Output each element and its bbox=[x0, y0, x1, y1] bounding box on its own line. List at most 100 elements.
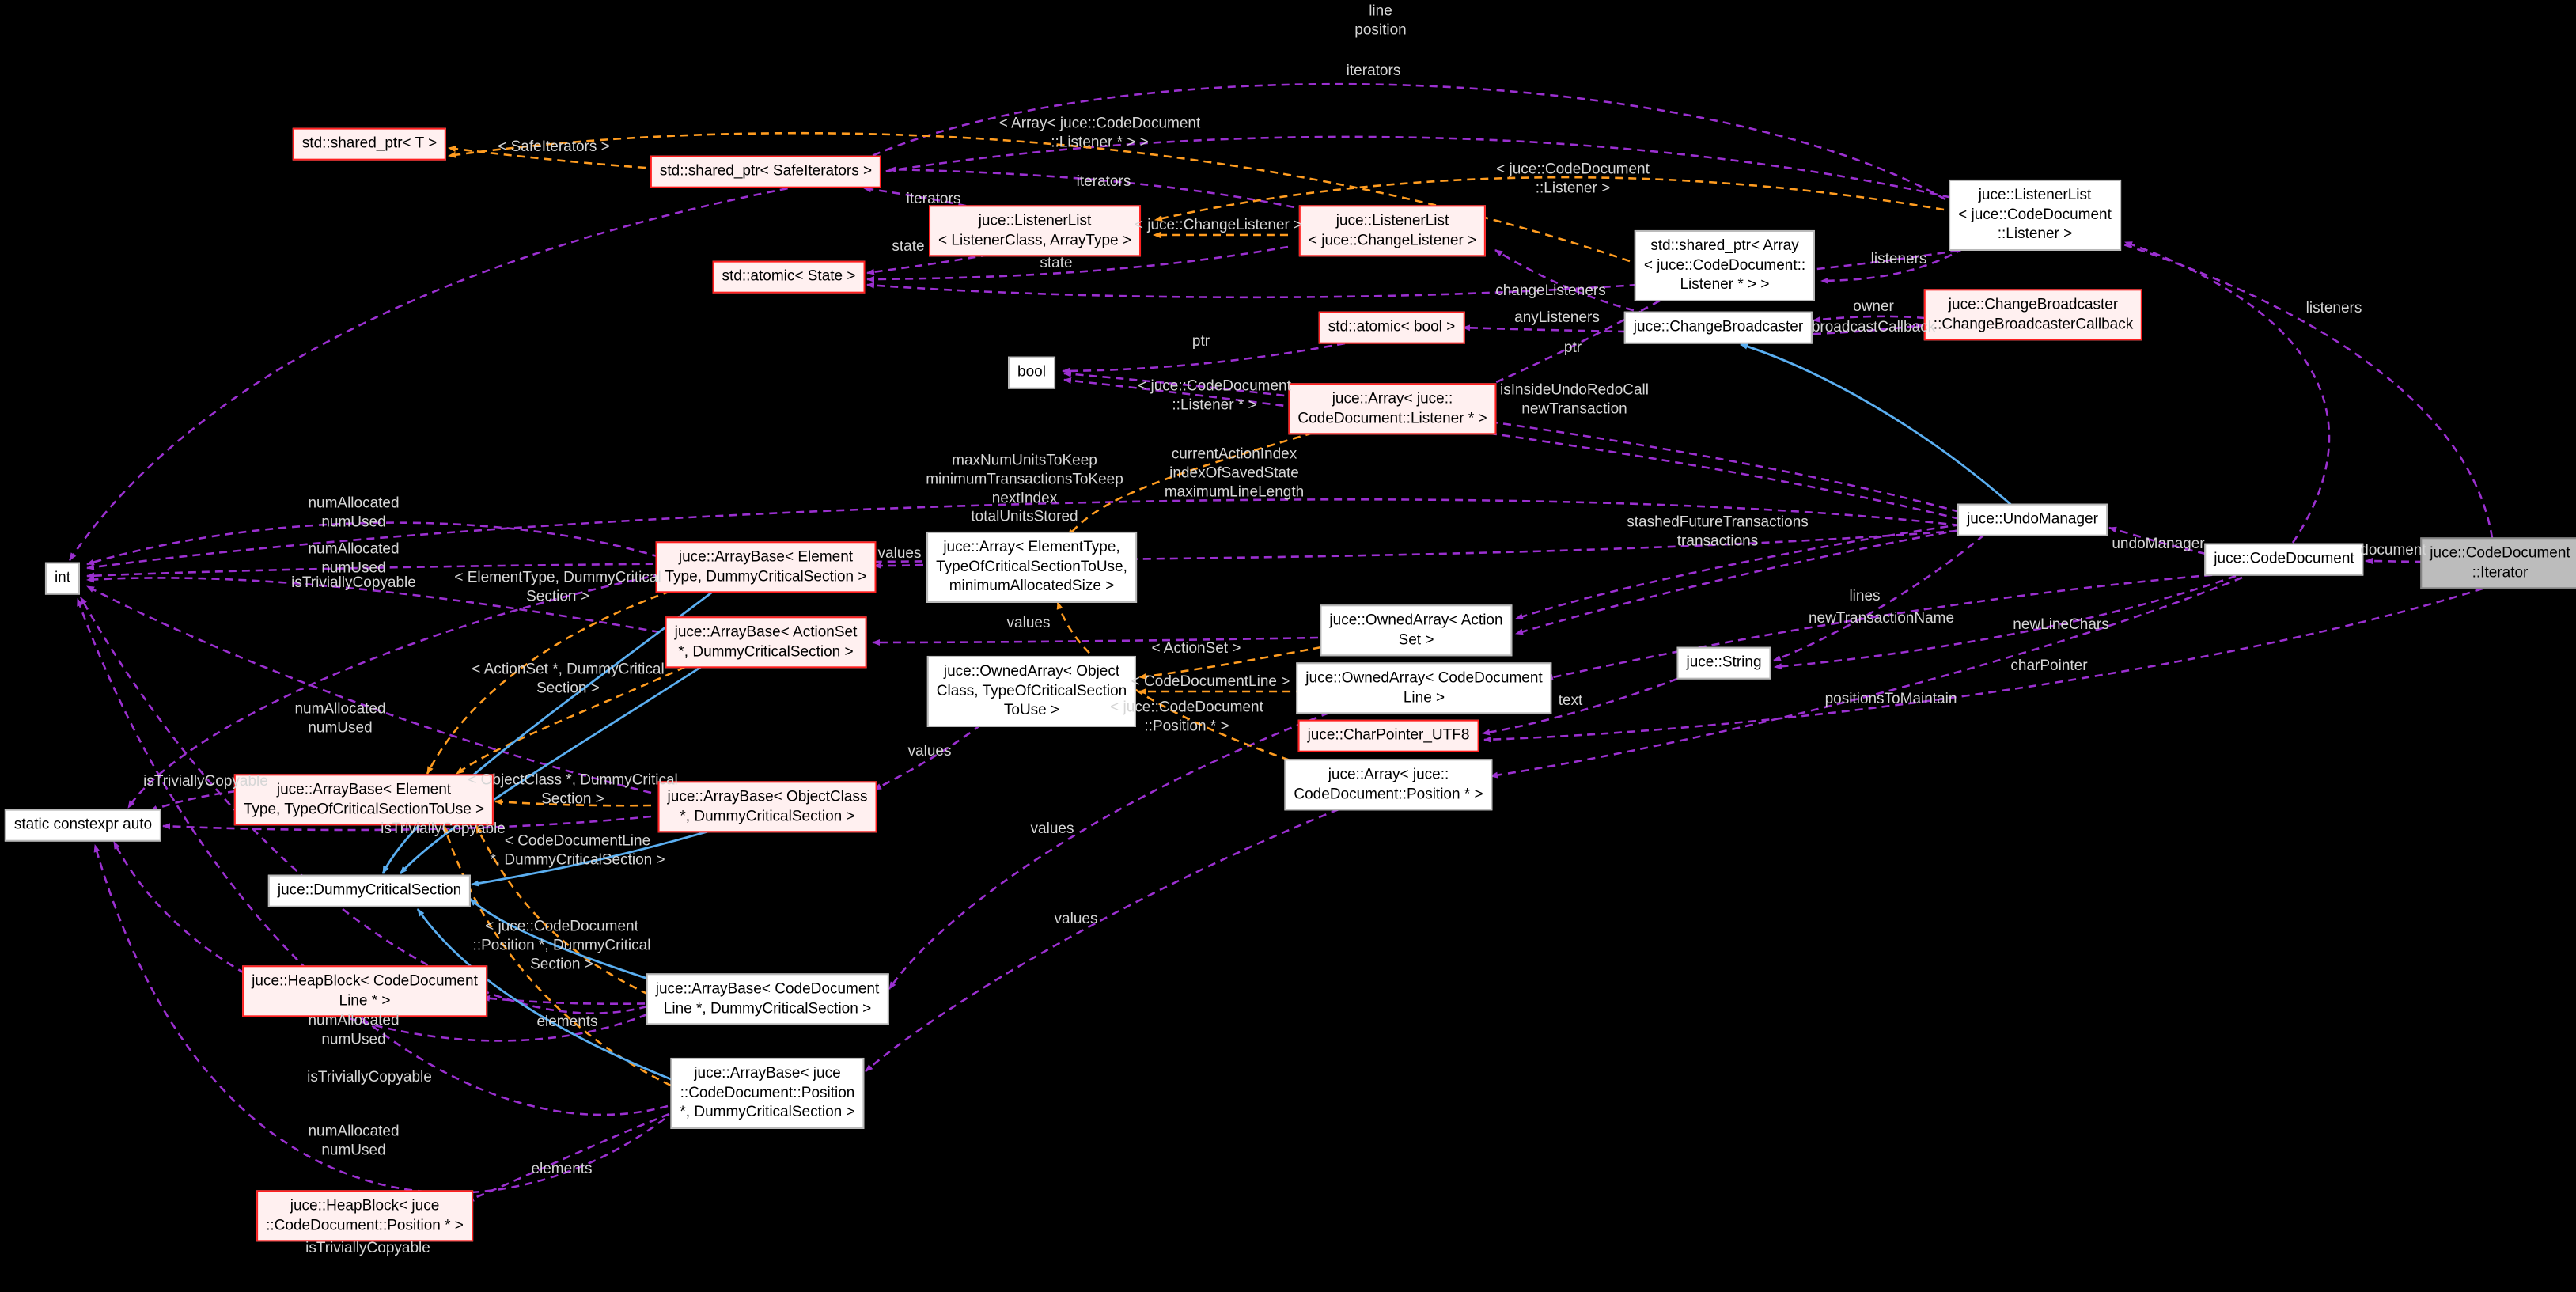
edge-shared-ptr-safeiterators-to-shared-ptr-t bbox=[448, 146, 646, 169]
edge-arraybase-codedocumentline-to-int bbox=[79, 597, 648, 1014]
node-atomic-bool[interactable]: std::atomic< bool > bbox=[1318, 311, 1465, 344]
edge-label: state bbox=[892, 238, 925, 256]
edge-label: < juce::CodeDocument ::Listener * > bbox=[1138, 377, 1291, 413]
edge-label: positionsToMaintain bbox=[1824, 691, 1957, 708]
node-heapblock-codedocumentline[interactable]: juce::HeapBlock< CodeDocument Line * > bbox=[242, 965, 487, 1017]
edge-code-document-iterator-to-charpointer-utf8 bbox=[1483, 587, 2483, 743]
node-charpointer-utf8[interactable]: juce::CharPointer_UTF8 bbox=[1297, 719, 1479, 752]
node-arraybase-elementtype-dummy[interactable]: juce::ArrayBase< Element Type, DummyCrit… bbox=[655, 541, 877, 593]
edge-arraybase-codedocument-position-to-int bbox=[76, 598, 669, 1116]
node-arraybase-actionset[interactable]: juce::ArrayBase< ActionSet *, DummyCriti… bbox=[665, 616, 867, 669]
edge-label: < juce::CodeDocument ::Listener > bbox=[1496, 161, 1650, 196]
node-dummy-critical-section: juce::DummyCriticalSection bbox=[267, 874, 472, 907]
node-arraybase-codedocumentline: juce::ArrayBase< CodeDocument Line *, Du… bbox=[646, 973, 889, 1025]
node-listenerlist-changelistener[interactable]: juce::ListenerList < juce::ChangeListene… bbox=[1298, 205, 1487, 257]
node-code-document-iterator: juce::CodeDocument ::Iterator bbox=[2420, 537, 2576, 589]
edge-label: < CodeDocumentLine > bbox=[1131, 673, 1290, 691]
edge-label: anyListeners bbox=[1514, 309, 1600, 327]
node-arraybase-elementtype-template[interactable]: juce::ArrayBase< Element Type, TypeOfCri… bbox=[233, 774, 494, 826]
edge-array-codedocument-position-to-array-elementtype bbox=[1056, 601, 1328, 775]
edge-label: listeners bbox=[1870, 251, 1927, 268]
edge-undo-manager-to-bool bbox=[1063, 377, 1960, 521]
node-ownedarray-objectclass: juce::OwnedArray< Object Class, TypeOfCr… bbox=[926, 655, 1137, 728]
edge-label: values bbox=[1006, 615, 1051, 632]
edge-array-codedocument-listener-to-array-elementtype bbox=[1066, 431, 1314, 537]
node-change-broadcaster-callback[interactable]: juce::ChangeBroadcaster ::ChangeBroadcas… bbox=[1923, 289, 2143, 341]
edge-label: < juce::CodeDocument ::Position * > bbox=[1110, 699, 1263, 734]
edge-arraybase-actionset-to-int bbox=[86, 576, 661, 634]
edge-ownedarray-actionset-to-arraybase-actionset bbox=[872, 636, 1319, 646]
node-shared-ptr-safeiterators[interactable]: std::shared_ptr< SafeIterators > bbox=[650, 155, 882, 188]
edge-arraybase-codedocumentline-to-arraybase-elementtype-template bbox=[475, 825, 650, 996]
edge-undo-manager-to-string bbox=[1773, 533, 1985, 662]
edge-arraybase-elementtype-dummy-to-static-constexpr-auto bbox=[127, 573, 662, 809]
node-shared-ptr-t[interactable]: std::shared_ptr< T > bbox=[292, 127, 447, 161]
node-listenerlist-template[interactable]: juce::ListenerList < ListenerClass, Arra… bbox=[929, 205, 1141, 257]
edge-label: values bbox=[1030, 820, 1074, 838]
edge-array-elementtype-to-arraybase-elementtype-dummy bbox=[873, 562, 924, 569]
edge-label: listeners bbox=[2305, 300, 2362, 317]
edge-label: changeListeners bbox=[1495, 282, 1606, 300]
edge-label: newLineChars bbox=[2013, 616, 2109, 634]
edge-arraybase-codedocumentline-to-static-constexpr-auto bbox=[112, 841, 648, 1042]
edge-label: numAllocated numUsed bbox=[294, 700, 386, 736]
edge-listenerlist-changelistener-to-atomic-state bbox=[866, 245, 1289, 282]
edge-label: < juce::ChangeListener > bbox=[1134, 217, 1303, 234]
edge-label: < Array< juce::CodeDocument ::Listener *… bbox=[998, 115, 1201, 150]
edge-code-document-to-array-codedocument-position bbox=[1490, 576, 2243, 779]
edge-code-document-to-undo-manager bbox=[2108, 526, 2207, 555]
edge-label: isTriviallyCopyable bbox=[305, 1240, 430, 1257]
edge-label: document bbox=[2360, 542, 2426, 559]
node-arraybase-objectclass[interactable]: juce::ArrayBase< ObjectClass *, DummyCri… bbox=[657, 781, 877, 833]
edge-label: numAllocated numUsed bbox=[308, 1123, 400, 1158]
edge-label: elements bbox=[531, 1161, 593, 1178]
edge-ownedarray-codedocumentline-to-arraybase-codedocumentline bbox=[888, 711, 1330, 990]
edge-label: ptr bbox=[1191, 333, 1210, 350]
node-atomic-state[interactable]: std::atomic< State > bbox=[712, 260, 866, 294]
node-undo-manager: juce::UndoManager bbox=[1957, 503, 2108, 536]
node-array-codedocument-listener[interactable]: juce::Array< juce:: CodeDocument::Listen… bbox=[1288, 383, 1497, 435]
edge-code-document-iterator-to-int bbox=[68, 135, 2494, 561]
node-array-codedocument-position: juce::Array< juce:: CodeDocument::Positi… bbox=[1284, 759, 1493, 811]
edge-array-codedocument-position-to-arraybase-codedocument-position bbox=[865, 808, 1339, 1072]
edge-listenerlist-codedocument-listener-to-shared-ptr-array-listener bbox=[1820, 247, 1964, 284]
edge-listenerlist-codedocument-listener-to-listenerlist-template bbox=[1154, 176, 1945, 222]
edge-label: isTriviallyCopyable bbox=[307, 1069, 432, 1086]
edge-shared-ptr-array-listener-to-shared-ptr-t bbox=[448, 131, 1631, 263]
edge-string-to-charpointer-utf8 bbox=[1482, 677, 1678, 736]
edge-label: < juce::CodeDocument ::Position *, Dummy… bbox=[472, 918, 651, 972]
edge-arraybase-codedocumentline-to-dummy-critical-section bbox=[469, 897, 656, 983]
edge-label: stashedFutureTransactions transactions bbox=[1627, 513, 1809, 549]
node-code-document: juce::CodeDocument bbox=[2204, 543, 2364, 576]
node-shared-ptr-array-listener: std::shared_ptr< Array < juce::CodeDocum… bbox=[1634, 229, 1816, 302]
edge-label: isInsideUndoRedoCall newTransaction bbox=[1500, 381, 1649, 417]
edge-listenerlist-codedocument-listener-to-shared-ptr-safeiterators bbox=[855, 82, 1946, 201]
edge-undo-manager-to-int bbox=[86, 498, 1960, 570]
edge-arraybase-elementtype-template-to-static-constexpr-auto bbox=[150, 790, 237, 813]
edge-change-broadcaster-to-atomic-bool bbox=[1462, 324, 1627, 333]
edge-code-document-to-listenerlist-codedocument-listener bbox=[2124, 241, 2331, 544]
edge-label: isTriviallyCopyable bbox=[381, 820, 506, 838]
edge-label: < CodeDocumentLine *, DummyCriticalSecti… bbox=[490, 832, 665, 868]
node-bool: bool bbox=[1008, 356, 1055, 389]
edge-arraybase-objectclass-to-dummy-critical-section bbox=[471, 829, 711, 887]
edge-arraybase-elementtype-dummy-to-arraybase-elementtype-template bbox=[426, 589, 672, 775]
edge-arraybase-codedocument-position-to-dummy-critical-section bbox=[416, 908, 672, 1081]
edge-label: owner bbox=[1853, 298, 1894, 316]
edge-label: isTriviallyCopyable bbox=[291, 574, 416, 592]
edge-label: newTransactionName bbox=[1808, 610, 1955, 627]
edge-label: < ActionSet *, DummyCritical Section > bbox=[472, 661, 665, 696]
node-heapblock-codedocument-position[interactable]: juce::HeapBlock< juce ::CodeDocument::Po… bbox=[256, 1190, 473, 1242]
edge-label: line position bbox=[1354, 2, 1407, 38]
edge-label: numAllocated numUsed bbox=[308, 494, 400, 530]
edge-arraybase-objectclass-to-int bbox=[86, 585, 652, 794]
edge-label: values bbox=[877, 545, 922, 563]
edge-undo-manager-to-ownedarray-actionset bbox=[1515, 529, 1960, 635]
edge-code-document-iterator-to-code-document bbox=[2365, 558, 2423, 565]
edge-arraybase-codedocumentline-to-heapblock-codedocumentline bbox=[482, 995, 659, 1006]
edge-label: < ObjectClass *, DummyCritical Section > bbox=[468, 771, 678, 807]
node-ownedarray-codedocumentline: juce::OwnedArray< CodeDocument Line > bbox=[1296, 662, 1552, 714]
edge-listenerlist-template-to-atomic-state bbox=[866, 253, 990, 275]
edge-ownedarray-objectclass-to-arraybase-objectclass bbox=[873, 723, 982, 791]
edge-arraybase-objectclass-to-static-constexpr-auto bbox=[162, 815, 652, 832]
